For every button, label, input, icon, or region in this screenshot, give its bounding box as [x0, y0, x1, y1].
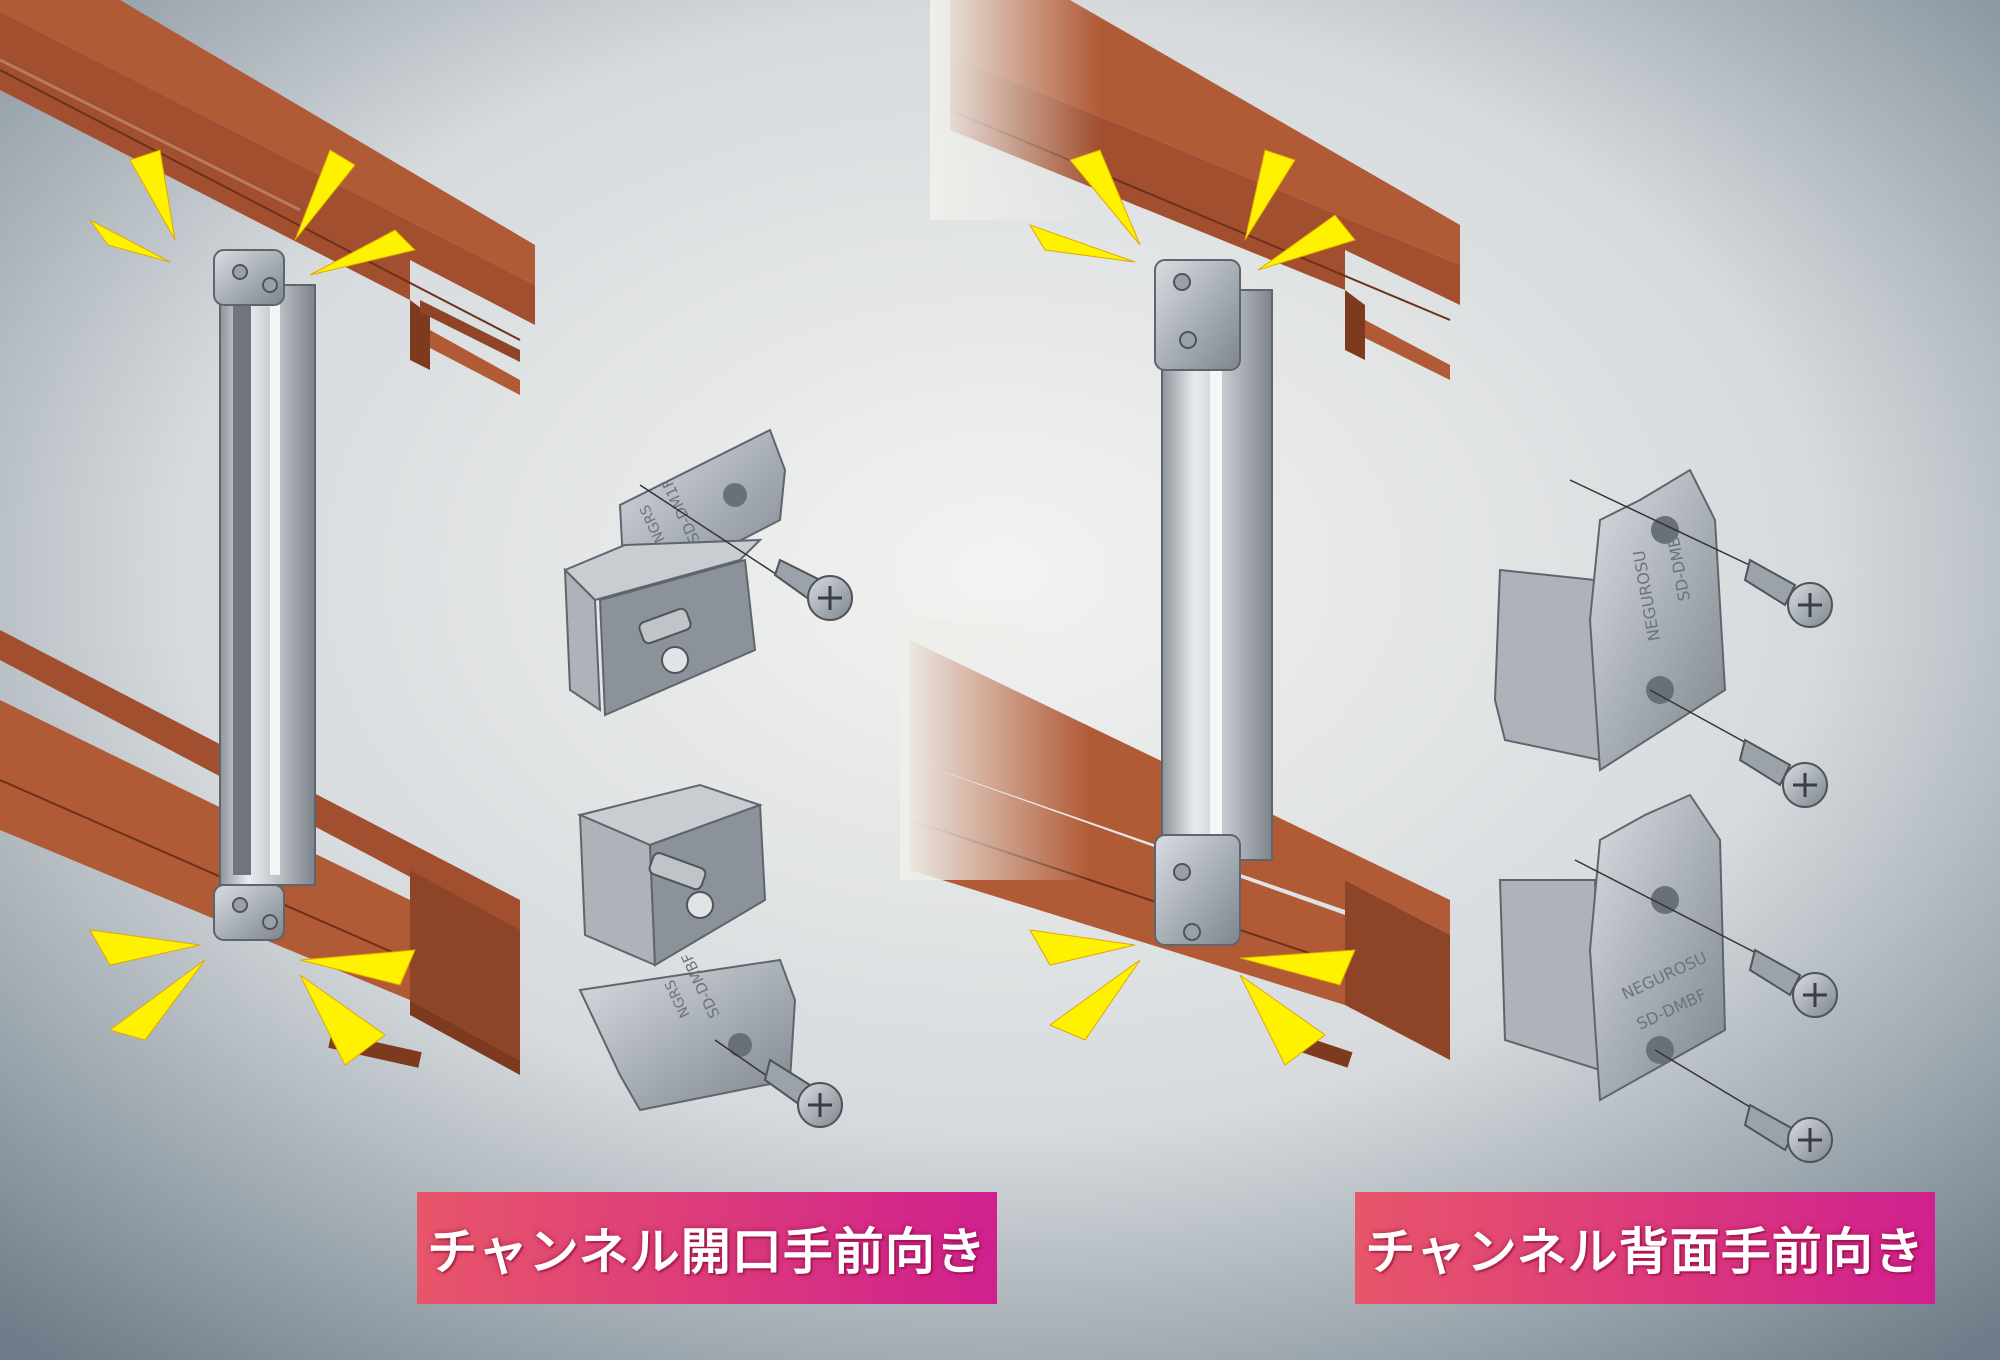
right-bottom-clip: NEGUROSU SD-DMBF: [1498, 793, 1727, 1102]
arrow-icon: [89, 929, 201, 966]
left-bottom-clip: SD-DMBF NGRS: [576, 783, 797, 1112]
arrow-icon: [1028, 224, 1136, 263]
arrow-icon: [1069, 149, 1141, 246]
arrow-icon: [299, 949, 416, 986]
left-assembly: [0, 0, 535, 1075]
left-vertical-stud: [213, 249, 316, 941]
arrow-icon: [1244, 149, 1296, 241]
caption-right: チャンネル背面手前向き: [1365, 1223, 1925, 1281]
arrow-icon: [1239, 974, 1326, 1066]
arrow-icon: [299, 974, 386, 1066]
left-top-screw: [639, 484, 853, 621]
right-bottom-bracket: [1154, 834, 1241, 946]
left-top-bracket: [213, 249, 285, 306]
caption-left-background: [417, 1192, 997, 1304]
arrow-icon: [108, 959, 206, 1041]
right-top-bracket: [1154, 259, 1241, 371]
caption-left: チャンネル開口手前向き: [427, 1223, 987, 1281]
arrow-icon: [1239, 949, 1356, 986]
arrow-icon: [294, 149, 356, 241]
arrow-icon: [1257, 214, 1356, 271]
left-top-clip: SD-DM1F NGRS: [563, 428, 787, 717]
arrow-icon: [1029, 929, 1136, 966]
arrow-icon: [129, 149, 176, 241]
arrow-icon: [1048, 959, 1141, 1041]
left-parts: SD-DM1F NGRS SD-DMBF NGRS: [563, 428, 853, 1128]
left-bottom-screw: [714, 1039, 843, 1128]
right-top-screws: [1569, 479, 1833, 808]
right-parts: SD-DMBF NEGUROSU NEGUROSU SD-DMBF: [1493, 468, 1838, 1163]
arrow-icon: [89, 219, 171, 263]
left-highlight-arrows: [89, 149, 416, 1066]
right-vertical-stud: [1154, 259, 1273, 946]
arrow-icon: [309, 229, 416, 276]
caption-right-background: [1355, 1192, 1935, 1304]
right-highlight-arrows: [1028, 149, 1356, 1066]
right-bottom-screws: [1574, 859, 1838, 1163]
right-top-clip: SD-DMBF NEGUROSU: [1493, 468, 1727, 772]
right-assembly: [900, 0, 1460, 1068]
left-bottom-bracket: [213, 884, 285, 941]
